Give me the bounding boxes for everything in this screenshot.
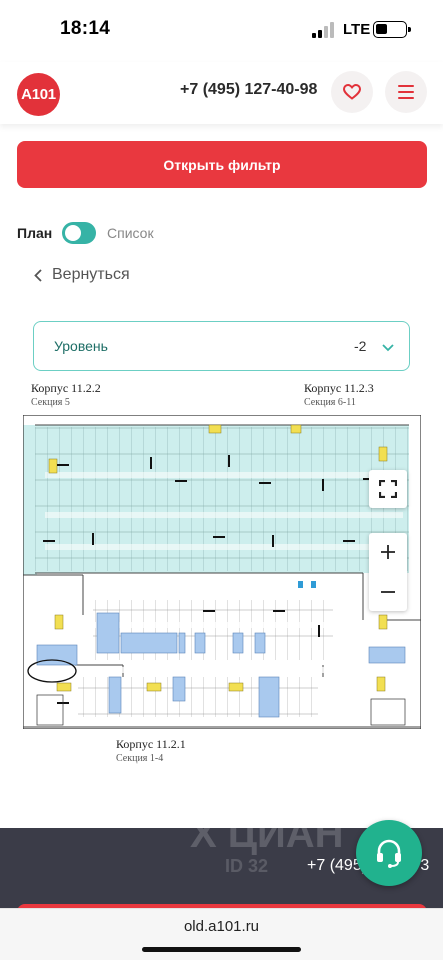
section-label-6-11: Секция 6-11: [304, 397, 356, 408]
minus-icon: [381, 591, 395, 593]
selected-spot[interactable]: [108, 676, 122, 714]
network-label: LTE: [343, 21, 371, 38]
home-indicator: [142, 947, 301, 952]
chevron-left-icon: [34, 268, 42, 282]
header-phone-link[interactable]: +7 (495) 127-40-98: [180, 81, 318, 98]
plan-view-label[interactable]: План: [17, 225, 53, 241]
zoom-controls: [369, 533, 407, 611]
section-label-5: Секция 5: [31, 397, 70, 408]
status-time: 18:14: [60, 18, 111, 39]
selected-spot[interactable]: [36, 644, 78, 666]
status-bar: 18:14 LTE: [0, 0, 443, 62]
building-label-11-2-3: Корпус 11.2.3: [304, 381, 374, 395]
highlighted-area: [27, 659, 77, 683]
zoom-in-button[interactable]: [369, 533, 407, 571]
selected-spot[interactable]: [172, 676, 186, 702]
cian-watermark-id: ID 32: [225, 856, 269, 876]
selected-spot[interactable]: [120, 632, 178, 654]
zoom-out-button[interactable]: [369, 573, 407, 611]
level-select-label: Уровень: [54, 338, 108, 354]
storage-room[interactable]: [378, 446, 388, 462]
building-label-11-2-2: Корпус 11.2.2: [31, 381, 101, 395]
cian-watermark: Х ЦИАН: [190, 812, 344, 856]
browser-url-bar[interactable]: old.a101.ru: [0, 908, 443, 960]
storage-room[interactable]: [378, 614, 388, 630]
storage-room[interactable]: [290, 424, 302, 434]
fullscreen-button[interactable]: [369, 470, 407, 508]
menu-button[interactable]: [385, 71, 427, 113]
support-chat-button[interactable]: [356, 820, 422, 886]
parking-floor-plan[interactable]: [23, 415, 421, 729]
storage-room[interactable]: [376, 676, 386, 692]
storage-room[interactable]: [54, 614, 64, 630]
selected-spot[interactable]: [254, 632, 266, 654]
url-text: old.a101.ru: [183, 918, 260, 935]
toggle-knob: [65, 225, 81, 241]
headset-icon: [377, 839, 401, 868]
a101-logo[interactable]: A101: [17, 73, 60, 116]
building-label-11-2-1: Корпус 11.2.1: [116, 737, 186, 751]
selected-spot[interactable]: [258, 676, 280, 718]
storage-room[interactable]: [146, 682, 162, 692]
fullscreen-icon: [379, 480, 397, 498]
selected-spot[interactable]: [194, 632, 206, 654]
level-select[interactable]: Уровень -2: [33, 321, 410, 371]
plus-icon: [381, 545, 395, 559]
open-filter-button[interactable]: Открыть фильтр: [17, 141, 427, 188]
parking-zone-left: [23, 425, 37, 575]
hamburger-icon: [398, 85, 414, 99]
selected-spot[interactable]: [232, 632, 244, 654]
section-label-1-4: Секция 1-4: [116, 753, 164, 764]
signal-icon: [312, 22, 334, 38]
selected-spot[interactable]: [178, 632, 186, 654]
list-view-label[interactable]: Список: [107, 225, 154, 241]
elevator-icon: [311, 581, 316, 588]
battery-icon: [373, 21, 411, 38]
selected-spot[interactable]: [96, 612, 120, 654]
selected-spot[interactable]: [368, 646, 406, 664]
back-link-label: Вернуться: [52, 266, 130, 283]
elevator-icon: [298, 581, 303, 588]
level-select-value: -2: [354, 338, 367, 354]
heart-icon: [343, 84, 361, 100]
favorites-button[interactable]: [331, 71, 373, 113]
storage-room[interactable]: [228, 682, 244, 692]
back-link[interactable]: Вернуться: [34, 266, 130, 284]
storage-room[interactable]: [208, 424, 222, 434]
storage-room[interactable]: [56, 682, 72, 692]
storage-room[interactable]: [48, 458, 58, 474]
view-toggle-switch[interactable]: [62, 222, 96, 244]
chevron-down-icon: [382, 344, 394, 352]
